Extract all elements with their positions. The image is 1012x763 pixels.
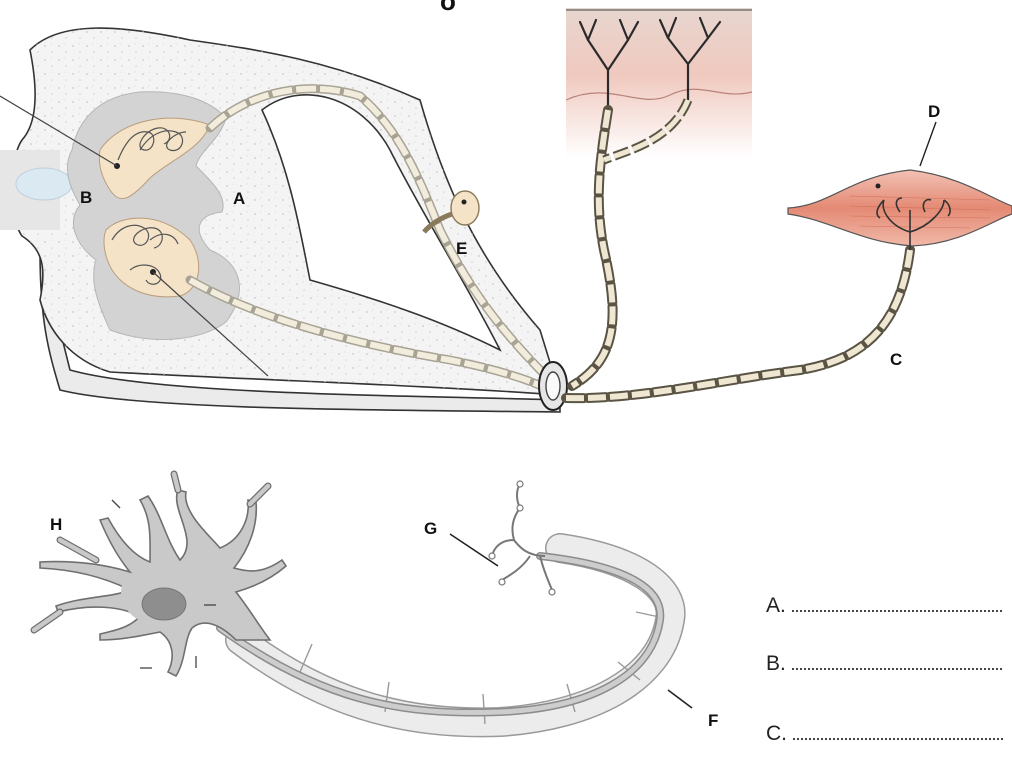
title-fragment: o [440, 0, 456, 17]
label-H: H [50, 515, 62, 534]
motor-nerve-fiber [566, 250, 910, 398]
answer-letter: B. [766, 652, 786, 676]
muscle [788, 122, 1012, 250]
answer-line-a[interactable]: A. [766, 594, 1002, 618]
label-G: G [424, 519, 437, 538]
answer-blank[interactable] [792, 666, 1002, 670]
answer-blank[interactable] [793, 736, 1003, 740]
label-D: D [928, 102, 940, 121]
answer-letter: C. [766, 722, 787, 746]
answer-line-b[interactable]: B. [766, 652, 1002, 676]
neuron [34, 474, 671, 724]
label-C: C [890, 350, 902, 369]
answer-blank[interactable] [792, 608, 1002, 612]
spinal-cord-section [0, 28, 567, 412]
answer-line-c[interactable]: C. [766, 722, 1003, 746]
answer-letter: A. [766, 594, 786, 618]
label-F: F [708, 711, 718, 730]
label-B: B [80, 188, 92, 207]
skin-section [566, 8, 752, 386]
label-E: E [456, 239, 467, 258]
label-A: A [233, 189, 245, 208]
